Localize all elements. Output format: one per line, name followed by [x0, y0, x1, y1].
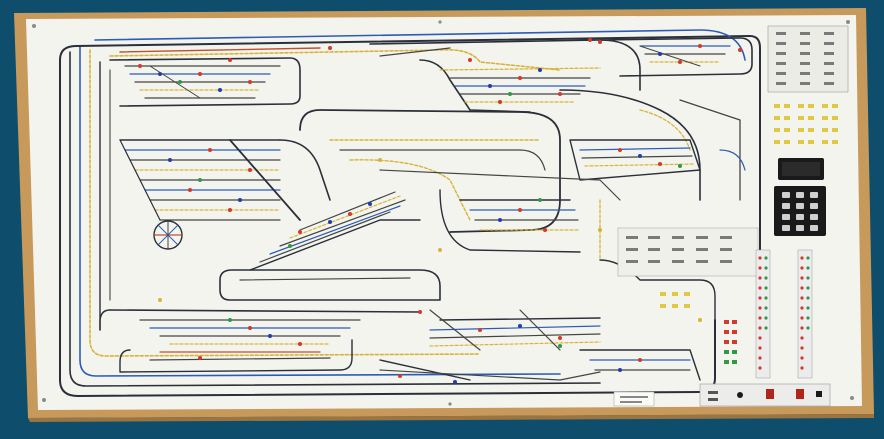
outer-loop-yellow — [89, 49, 481, 357]
power-switch-1 — [766, 389, 774, 399]
control-console — [613, 25, 849, 407]
signal-lights — [138, 38, 742, 384]
outer-loop-blue — [79, 45, 561, 377]
power-switch-2 — [796, 389, 804, 399]
numeric-keypad-icon — [774, 186, 826, 236]
track-diagram — [59, 29, 761, 397]
panel-screws — [32, 20, 854, 406]
top-mainline-yellow — [109, 48, 561, 71]
power-knob — [737, 392, 743, 398]
switch-grid-panel — [767, 25, 849, 93]
outer-loop-dark — [59, 59, 716, 397]
top-mainline-blue — [94, 29, 746, 61]
top-mainline-dark — [59, 35, 761, 301]
wooden-frame-shadow — [28, 414, 874, 422]
top-mainline-red — [119, 47, 321, 53]
power-control-strip — [699, 383, 831, 407]
status-led-column-2 — [797, 249, 813, 379]
status-led-column-1 — [755, 249, 771, 379]
outer-loop-dark-2 — [69, 51, 601, 387]
turntable-icon — [153, 220, 183, 250]
indicator-lamps — [774, 104, 838, 144]
